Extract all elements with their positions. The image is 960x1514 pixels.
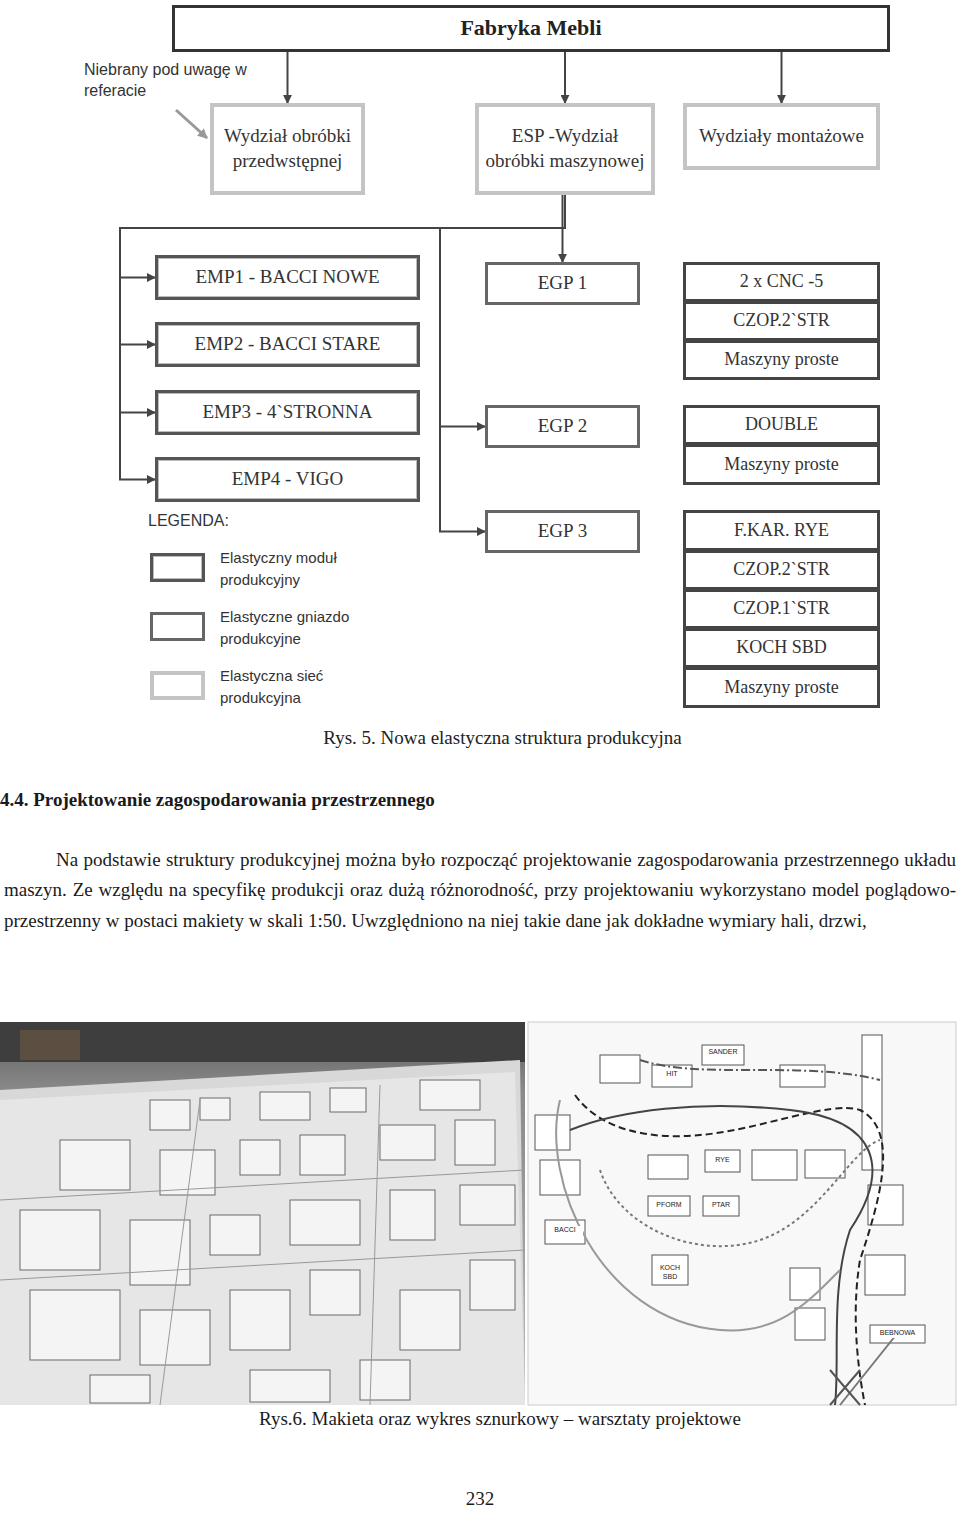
- connector: [440, 195, 565, 427]
- machine-box: Maszyny proste: [683, 340, 880, 380]
- department-box: Wydział obróbki przedwstępnej: [210, 103, 365, 195]
- machine-box: Maszyny proste: [683, 667, 880, 708]
- node-text: EGP 1: [538, 271, 587, 296]
- machine-box: DOUBLE: [683, 405, 880, 445]
- legend-swatch: [150, 671, 205, 700]
- connector: [287, 52, 289, 103]
- legend-title: LEGENDA:: [148, 511, 268, 531]
- node-text: Maszyny proste: [724, 676, 838, 699]
- module-box: EMP3 - 4`STRONNA: [155, 390, 420, 435]
- string-chart: [528, 1022, 956, 1405]
- cell-box: EGP 1: [485, 262, 640, 305]
- node-text: DOUBLE: [745, 413, 818, 436]
- node-text: Maszyny proste: [724, 348, 838, 371]
- machine-tag: SANDER: [704, 1048, 742, 1057]
- node-text: EMP4 - VIGO: [232, 467, 344, 492]
- node-text: KOCH SBD: [736, 636, 827, 659]
- node-text: Wydział obróbki przedwstępnej: [220, 124, 355, 173]
- legend-text: Elastyczna sieć produkcyjna: [220, 665, 380, 709]
- node-text: EMP2 - BACCI STARE: [195, 332, 381, 357]
- module-box: EMP2 - BACCI STARE: [155, 322, 420, 367]
- legend-swatch: [150, 553, 205, 582]
- node-text: EMP1 - BACCI NOWE: [195, 265, 379, 290]
- node-text: CZOP.2`STR: [733, 558, 830, 581]
- machine-tag: PFORM: [650, 1201, 688, 1210]
- cell-box: EGP 3: [485, 510, 640, 553]
- node-text: Fabryka Mebli: [460, 14, 601, 43]
- machine-tag: RYE: [707, 1156, 738, 1165]
- machine-box: CZOP.1`STR: [683, 589, 880, 629]
- legend-swatch: [150, 612, 205, 641]
- node-text: F.KAR. RYE: [734, 519, 829, 542]
- figure-caption: Rys.6. Makieta oraz wykres sznurkowy – w…: [120, 1407, 880, 1431]
- leader-line: [176, 110, 207, 138]
- machine-box: Maszyny proste: [683, 444, 880, 485]
- factory-box: Fabryka Mebli: [172, 5, 890, 52]
- connector: [440, 195, 565, 532]
- section-heading: 4.4. Projektowanie zagospodarowania prze…: [0, 788, 960, 812]
- legend-text: Elastyczne gniazdo produkcyjne: [220, 606, 380, 650]
- machine-box: CZOP.2`STR: [683, 301, 880, 341]
- node-text: ESP -Wydział obróbki maszynowej: [485, 124, 645, 173]
- node-text: Wydziały montażowe: [699, 124, 864, 149]
- connector: [781, 52, 783, 103]
- node-text: 2 x CNC -5: [740, 270, 824, 293]
- node-text: EMP3 - 4`STRONNA: [203, 400, 373, 425]
- node-text: Maszyny proste: [724, 453, 838, 476]
- machine-tag: BEBNOWA: [872, 1329, 923, 1338]
- node-text: EGP 2: [538, 414, 587, 439]
- department-box: ESP -Wydział obróbki maszynowej: [475, 103, 655, 195]
- machine-tag: PTAR: [705, 1201, 737, 1210]
- machine-box: KOCH SBD: [683, 628, 880, 668]
- machine-tag: HIT: [654, 1070, 690, 1079]
- machine-box: F.KAR. RYE: [683, 510, 880, 551]
- figure-caption: Rys. 5. Nowa elastyczna struktura produk…: [230, 727, 775, 749]
- legend-text: Elastyczny moduł produkcyjny: [220, 547, 380, 591]
- page-number: 232: [430, 1487, 530, 1511]
- model-photo: [0, 1022, 525, 1405]
- cell-box: EGP 2: [485, 405, 640, 448]
- machine-box: 2 x CNC -5: [683, 262, 880, 302]
- module-box: EMP4 - VIGO: [155, 457, 420, 502]
- machine-tag: BACCI: [547, 1226, 583, 1235]
- callout-note: Niebrany pod uwagę w referacie: [84, 60, 259, 102]
- connector: [564, 52, 566, 103]
- node-text: CZOP.1`STR: [733, 597, 830, 620]
- machine-box: CZOP.2`STR: [683, 550, 880, 590]
- department-box: Wydziały montażowe: [683, 103, 880, 170]
- machine-tag: KOCH SBD: [654, 1264, 686, 1282]
- module-box: EMP1 - BACCI NOWE: [155, 255, 420, 300]
- body-paragraph: Na podstawie struktury produkcyjnej możn…: [4, 845, 956, 936]
- node-text: EGP 3: [538, 519, 587, 544]
- node-text: CZOP.2`STR: [733, 309, 830, 332]
